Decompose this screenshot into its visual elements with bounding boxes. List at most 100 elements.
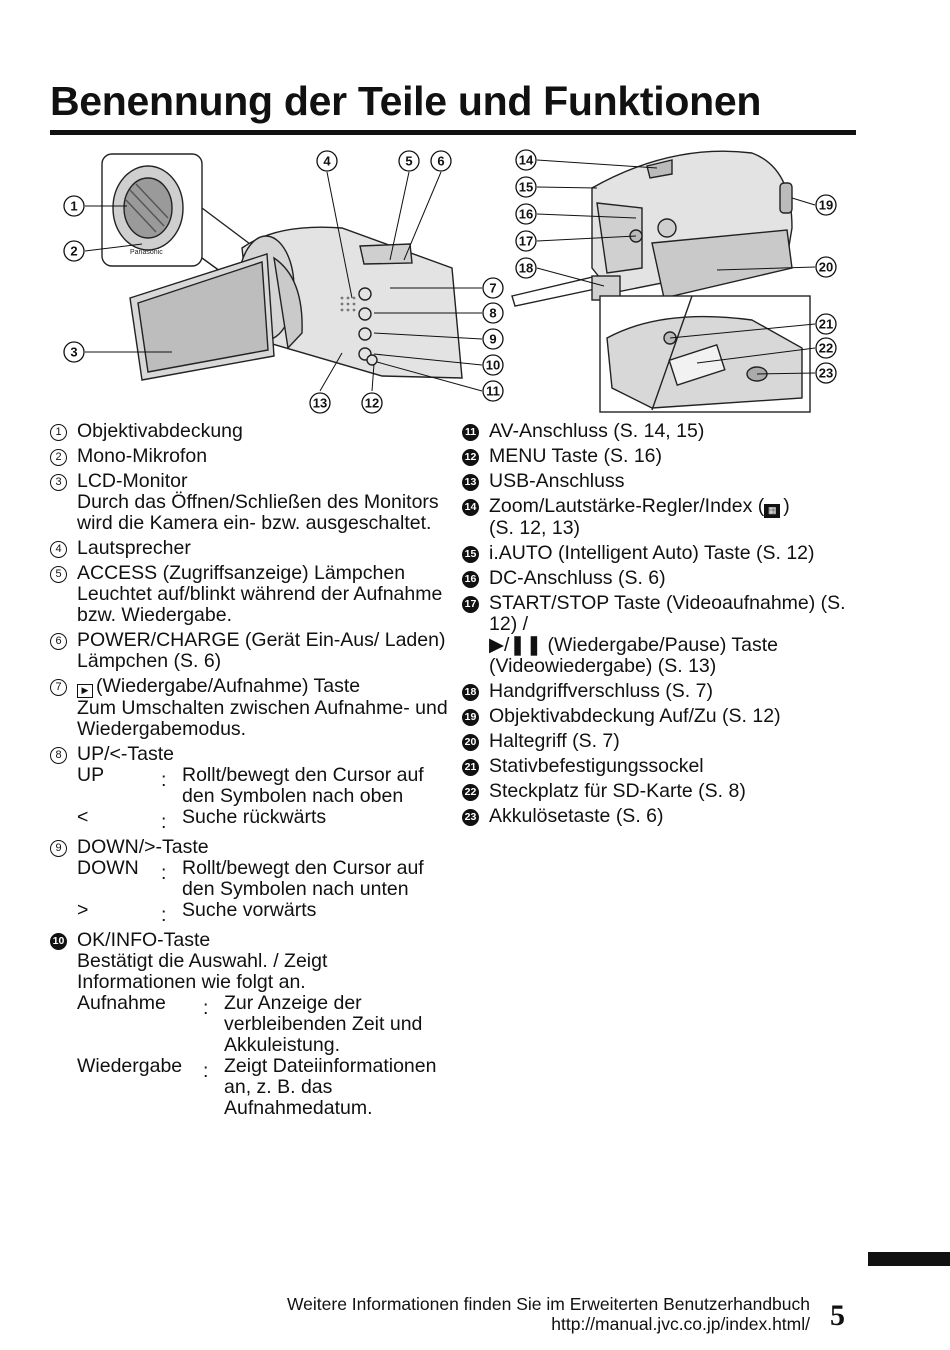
item-description: Durch das Öffnen/Schließen des Monitors … [77,491,439,534]
item-label: Mono-Mikrofon [77,445,208,467]
item-number: 16 [462,571,479,588]
sub-key: Wiedergabe [77,1055,183,1077]
item-label-line: DOWN/>-Taste [77,837,450,858]
svg-text:12: 12 [365,396,379,411]
callout-1: 1 [63,195,85,217]
item-description-2-text: (Wiedergabe/Pause) Taste (Videowiedergab… [489,634,779,677]
item-label-line: Zoom/Lautstärke-Regler/Index (▦) [489,496,862,518]
item-description: Bestätigt die Auswahl. / Zeigt Informati… [77,950,328,993]
sub-key: UP [77,764,105,786]
svg-text:22: 22 [819,341,833,356]
callout-20: 20 [815,256,837,278]
item-label: DC-Anschluss (S. 6) [489,567,666,589]
svg-text:5: 5 [405,154,412,169]
svg-text:21: 21 [819,317,833,332]
page-number: 5 [830,1299,845,1332]
svg-text:8: 8 [489,306,496,321]
item-number: 18 [462,684,479,701]
sub-value: Zeigt Dateiinformationen an, z. B. das A… [224,1055,437,1119]
item-number: 19 [462,709,479,726]
lens-brand-text: Panasonic [130,249,163,256]
item-number: 21 [462,759,479,776]
item-number: 13 [462,474,479,491]
item-label: Haltegriff (S. 7) [489,730,620,752]
callout-21: 21 [815,313,837,335]
sub-value: Suche rückwärts [182,806,327,828]
item-number: 1 [50,424,67,441]
callout-15: 15 [515,176,537,198]
item-label-line: Steckplatz für SD-Karte (S. 8) [489,781,862,802]
leader-lines [84,159,816,392]
item-number: 23 [462,809,479,826]
item-description: Zum Umschalten zwischen Aufnahme- und Wi… [77,697,448,740]
sub-colon: : [161,769,167,791]
svg-text:9: 9 [489,332,496,347]
callout-12: 12 [361,392,383,414]
item-label-line: Lautsprecher [77,538,450,559]
sub-value: Zur Anzeige der verbleibenden Zeit und A… [224,992,423,1056]
item-label-line: AV-Anschluss (S. 14, 15) [489,421,862,442]
sub-key: Aufnahme [77,992,166,1014]
callout-9: 9 [482,328,504,350]
item-label: Steckplatz für SD-Karte (S. 8) [489,780,746,802]
footer-line1: Weitere Informationen finden Sie im Erwe… [286,1294,810,1314]
callout-17: 17 [515,230,537,252]
sub-row: Aufnahme: Zur Anzeige der verbleibenden Z… [77,993,450,1056]
sub-key: < [77,806,89,828]
item-number: 9 [50,840,67,857]
sub-value: Rollt/bewegt den Cursor auf den Symbolen… [182,857,424,900]
item-number: 10 [50,933,67,950]
item-number: 4 [50,541,67,558]
sub-colon: : [203,997,209,1019]
item-number: 5 [50,566,67,583]
svg-text:17: 17 [519,234,533,249]
callout-10: 10 [482,354,504,376]
item-number: 3 [50,474,67,491]
svg-text:18: 18 [519,261,533,276]
svg-text:14: 14 [519,153,534,168]
item-number: 12 [462,449,479,466]
svg-text:15: 15 [519,180,533,195]
svg-text:23: 23 [819,366,833,381]
item-label: ACCESS (Zugriffsanzeige) Lämpchen [77,562,406,584]
svg-text:3: 3 [70,345,77,360]
sub-row: Wiedergabe: Zeigt Dateiinformationen an, … [77,1056,450,1119]
item-label: Zoom/Lautstärke-Regler/Index ( [489,495,765,517]
item-label-line: ▶(Wiedergabe/Aufnahme) Taste [77,676,450,698]
item-label-line: Akkulösetaste (S. 6) [489,806,862,827]
play-pause-icon: ▶/❚❚ [489,634,543,656]
item-label: START/STOP Taste (Videoaufnahme) (S. 12)… [489,592,846,635]
item-description: Leuchtet auf/blinkt während der Aufnahme… [77,583,443,626]
item-number: 6 [50,633,67,650]
item-label: Lautsprecher [77,537,191,559]
camcorder-diagram: Panasonic [63,149,837,414]
item-label-line: POWER/CHARGE (Gerät Ein-Aus/ Laden) Lämp… [77,630,450,672]
item-label-line: Haltegriff (S. 7) [489,731,862,752]
item-label-line: Handgriffverschluss (S. 7) [489,681,862,702]
item-label-line: OK/INFO-Taste [77,930,450,951]
item-label-line: LCD-Monitor [77,471,450,492]
callout-7: 7 [482,277,504,299]
callout-4: 4 [316,150,338,172]
sub-row: DOWN: Rollt/bewegt den Cursor auf den Sym… [77,858,450,900]
svg-text:4: 4 [323,154,331,169]
sub-key: DOWN [77,857,139,879]
callout-23: 23 [815,362,837,384]
item-number: 11 [462,424,479,441]
item-number: 8 [50,747,67,764]
list-item: 11 AV-Anschluss (S. 14, 15) [462,421,862,442]
svg-text:16: 16 [519,207,533,222]
sub-colon: : [203,1060,209,1082]
list-item: 6 POWER/CHARGE (Gerät Ein-Aus/ Laden) Läm… [50,630,450,672]
sub-colon: : [161,862,167,884]
